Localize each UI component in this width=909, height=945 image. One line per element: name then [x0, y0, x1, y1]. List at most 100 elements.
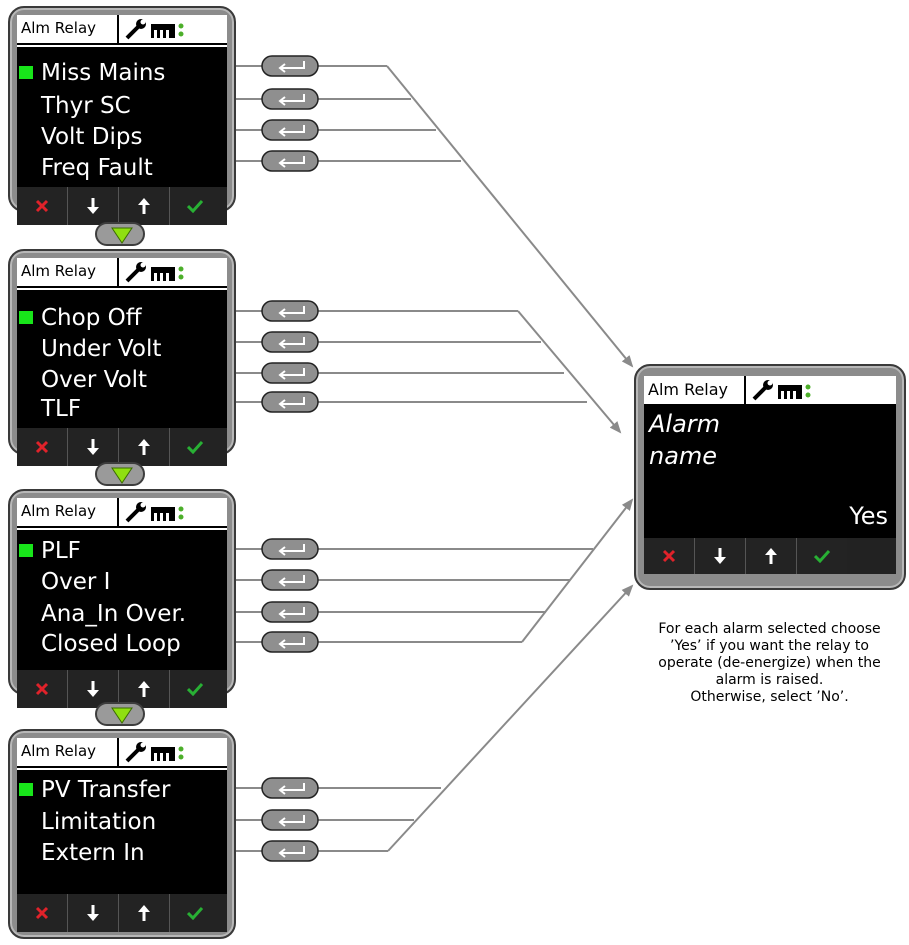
- menu-item[interactable]: Over Volt: [41, 367, 148, 393]
- menu-item[interactable]: Freq Fault: [41, 155, 153, 181]
- screen-display: Alm Relay Miss Mains Thyr SC Volt Dips F…: [17, 15, 227, 225]
- down-button[interactable]: [68, 670, 119, 708]
- device-screen-2: Alm Relay Chop Off Under Volt Over Volt …: [8, 249, 236, 466]
- menu-item[interactable]: Over I: [41, 569, 111, 595]
- instruction-caption: For each alarm selected choose ’Yes’ if …: [658, 621, 881, 705]
- header-title: Alm Relay: [21, 502, 97, 520]
- wrench-device-icon: [125, 501, 195, 523]
- cancel-icon: [662, 549, 676, 563]
- relay-value[interactable]: Yes: [849, 502, 888, 530]
- confirm-button[interactable]: [170, 187, 220, 225]
- confirm-icon: [814, 549, 830, 563]
- menu-item[interactable]: PV Transfer: [17, 774, 227, 806]
- cursor-marker: [19, 66, 33, 79]
- wrench-device-icon: [125, 261, 195, 283]
- header-title: Alm Relay: [21, 19, 97, 37]
- menu-item[interactable]: Ana_In Over.: [41, 601, 187, 627]
- screen-display: Alm Relay PV Transfer Limitation Extern …: [17, 738, 227, 932]
- menu-item[interactable]: Extern In: [41, 840, 145, 866]
- wrench-device-icon: [752, 379, 822, 401]
- up-button[interactable]: [746, 538, 797, 574]
- screen-display: Alm Relay Chop Off Under Volt Over Volt …: [17, 258, 227, 466]
- up-arrow-icon: [138, 439, 150, 455]
- confirm-icon: [187, 906, 203, 920]
- confirm-icon: [187, 682, 203, 696]
- menu-item[interactable]: PLF: [17, 535, 227, 567]
- screen-header: Alm Relay: [644, 376, 896, 406]
- menu-item[interactable]: Miss Mains: [17, 57, 227, 89]
- softkey-bar: [644, 538, 896, 574]
- menu-item[interactable]: Thyr SC: [41, 93, 131, 119]
- cancel-button[interactable]: [644, 538, 695, 574]
- up-arrow-icon: [765, 548, 777, 564]
- device-screen-4: Alm Relay PV Transfer Limitation Extern …: [8, 729, 236, 939]
- scroll-down-button[interactable]: [95, 222, 145, 246]
- wrench-device-icon: [125, 741, 195, 763]
- menu-item[interactable]: TLF: [41, 396, 82, 422]
- cancel-icon: [35, 682, 49, 696]
- cancel-icon: [35, 906, 49, 920]
- down-arrow-icon: [87, 681, 99, 697]
- up-button[interactable]: [119, 670, 170, 708]
- cancel-button[interactable]: [17, 187, 68, 225]
- cancel-button[interactable]: [17, 894, 68, 932]
- softkey-bar: [17, 187, 227, 225]
- scroll-down-button[interactable]: [95, 702, 145, 726]
- triangle-down-icon: [111, 707, 133, 724]
- cursor-marker: [19, 311, 33, 324]
- cursor-marker: [19, 783, 33, 796]
- device-screen-3: Alm Relay PLF Over I Ana_In Over. Closed…: [8, 489, 236, 708]
- menu-item[interactable]: Limitation: [41, 809, 157, 835]
- menu-item[interactable]: Volt Dips: [41, 124, 143, 150]
- confirm-button[interactable]: [170, 670, 220, 708]
- screen-header: Alm Relay: [17, 258, 227, 288]
- menu-item[interactable]: Under Volt: [41, 336, 162, 362]
- screen-header: Alm Relay: [17, 15, 227, 45]
- up-arrow-icon: [138, 681, 150, 697]
- down-button[interactable]: [68, 428, 119, 466]
- up-arrow-icon: [138, 905, 150, 921]
- header-title: Alm Relay: [21, 742, 97, 760]
- header-title: Alm Relay: [21, 262, 97, 280]
- down-arrow-icon: [87, 905, 99, 921]
- down-arrow-icon: [87, 198, 99, 214]
- screen-display: Alm Relay Alarm name Yes: [644, 376, 896, 574]
- confirm-button[interactable]: [170, 428, 220, 466]
- softkey-bar: [17, 894, 227, 932]
- cursor-marker: [19, 544, 33, 557]
- down-button[interactable]: [68, 894, 119, 932]
- confirm-icon: [187, 199, 203, 213]
- alarm-setting-screen: Alm Relay Alarm name Yes: [634, 364, 906, 590]
- softkey-bar: [17, 428, 227, 466]
- triangle-down-icon: [111, 467, 133, 484]
- scroll-down-button[interactable]: [95, 462, 145, 486]
- confirm-button[interactable]: [170, 894, 220, 932]
- cancel-button[interactable]: [17, 428, 68, 466]
- device-screen-1: Alm Relay Miss Mains Thyr SC Volt Dips F…: [8, 6, 236, 225]
- wrench-device-icon: [125, 18, 195, 40]
- cancel-button[interactable]: [17, 670, 68, 708]
- screen-header: Alm Relay: [17, 738, 227, 768]
- softkey-bar: [17, 670, 227, 708]
- confirm-icon: [187, 440, 203, 454]
- up-button[interactable]: [119, 187, 170, 225]
- down-arrow-icon: [87, 439, 99, 455]
- up-arrow-icon: [138, 198, 150, 214]
- down-arrow-icon: [714, 548, 726, 564]
- screen-header: Alm Relay: [17, 498, 227, 528]
- cancel-icon: [35, 199, 49, 213]
- confirm-button[interactable]: [797, 538, 847, 574]
- cancel-icon: [35, 440, 49, 454]
- header-title: Alm Relay: [648, 380, 729, 399]
- alarm-name-label: Alarm: [649, 410, 721, 438]
- up-button[interactable]: [119, 428, 170, 466]
- enter-key-icons: [261, 55, 319, 862]
- down-button[interactable]: [695, 538, 746, 574]
- up-button[interactable]: [119, 894, 170, 932]
- triangle-down-icon: [111, 227, 133, 244]
- menu-item[interactable]: Chop Off: [17, 302, 227, 334]
- down-button[interactable]: [68, 187, 119, 225]
- menu-item[interactable]: Closed Loop: [41, 631, 181, 657]
- alarm-name-label-2: name: [649, 442, 718, 470]
